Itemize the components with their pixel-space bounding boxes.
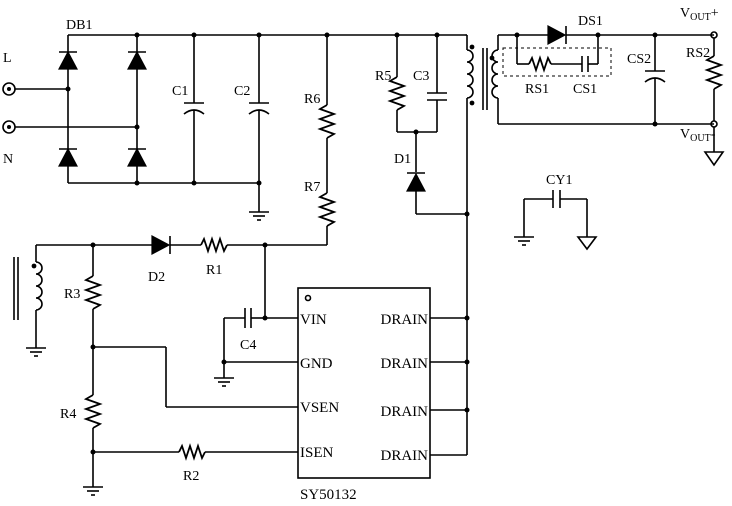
r3-label: R3	[64, 287, 80, 302]
ic-pin-drain-2: DRAIN	[381, 356, 429, 372]
resistor-r6-r7	[265, 32, 337, 246]
d1-label: D1	[394, 152, 411, 167]
ic-pin-isen: ISEN	[300, 445, 334, 461]
r5-label: R5	[375, 69, 391, 84]
sense-network	[83, 245, 298, 496]
capacitor-c2	[248, 32, 270, 212]
ic-part-number: SY50132	[300, 487, 357, 503]
r6-label: R6	[304, 92, 320, 107]
auxiliary-winding	[13, 235, 298, 387]
secondary-output	[498, 25, 725, 167]
c3-label: C3	[413, 69, 429, 84]
vout-negative-label: VOUT-	[680, 127, 716, 144]
rcd-snubber	[387, 32, 470, 217]
ic-pin-gnd: GND	[300, 356, 333, 372]
flyback-transformer	[465, 34, 499, 455]
d2-label: D2	[148, 270, 165, 285]
db1-label: DB1	[66, 18, 92, 33]
ic-pin-vsen: VSEN	[300, 400, 339, 416]
r1-label: R1	[206, 263, 222, 278]
r7-label: R7	[304, 180, 320, 195]
rs2-label: RS2	[686, 46, 710, 61]
neutral-input-label: N	[3, 152, 13, 167]
c4-label: C4	[240, 338, 256, 353]
rs1-label: RS1	[525, 82, 549, 97]
capacitor-c1	[183, 32, 205, 186]
c1-label: C1	[172, 84, 188, 99]
ds1-label: DS1	[578, 14, 603, 29]
line-input-label: L	[3, 51, 12, 66]
c2-label: C2	[234, 84, 250, 99]
r4-label: R4	[60, 407, 76, 422]
capacitor-cy1	[514, 190, 598, 251]
cy1-label: CY1	[546, 173, 572, 188]
ic-pin-vin: VIN	[300, 312, 327, 328]
ground-icon	[249, 211, 269, 221]
ic-pin-drain-3: DRAIN	[381, 404, 429, 420]
ic-pin-drain-1: DRAIN	[381, 312, 429, 328]
ac-input-terminals	[2, 82, 140, 134]
ic-pin-drain-4: DRAIN	[381, 448, 429, 464]
cs1-label: CS1	[573, 82, 597, 97]
controller-ic	[297, 287, 470, 479]
r2-label: R2	[183, 469, 199, 484]
vout-positive-label: VOUT+	[680, 6, 719, 23]
cs2-label: CS2	[627, 52, 651, 67]
